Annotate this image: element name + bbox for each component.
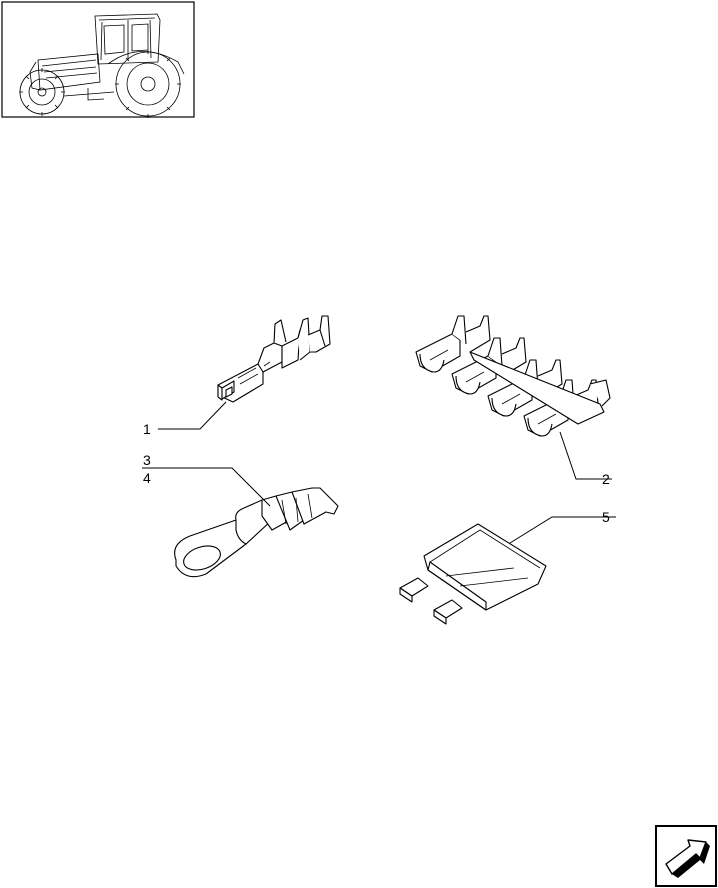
next-page-button[interactable] xyxy=(655,825,717,887)
callout-5: 5 xyxy=(602,509,610,525)
callout-2: 2 xyxy=(602,471,610,487)
part-2-terminal-strip xyxy=(415,315,611,437)
tractor-thumbnail xyxy=(1,1,195,118)
leader-line-2 xyxy=(559,431,612,480)
callout-4: 4 xyxy=(143,470,151,486)
part-1-terminal xyxy=(217,315,331,403)
part-5-blade-fuse xyxy=(399,523,547,625)
tractor-icon xyxy=(19,13,185,118)
leader-line-3-4 xyxy=(142,467,271,507)
callout-1: 1 xyxy=(143,421,151,437)
leader-line-5 xyxy=(509,516,616,544)
callout-3: 3 xyxy=(143,452,151,468)
next-page-arrow-icon xyxy=(664,839,710,878)
leader-lines xyxy=(142,401,616,544)
leader-line-1 xyxy=(158,401,227,430)
part-3-4-ring-terminal xyxy=(174,487,339,578)
